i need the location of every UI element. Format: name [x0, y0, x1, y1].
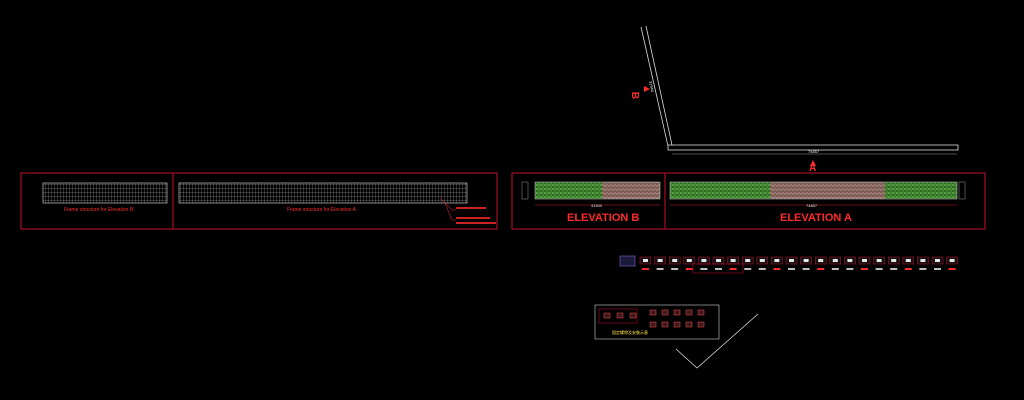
detail-title-box[interactable]: [619, 255, 636, 267]
detail-symbol[interactable]: [873, 256, 885, 270]
fixing-detail-icon: [603, 312, 611, 319]
frame-border: [20, 172, 498, 230]
fixing-detail-icon: [697, 321, 705, 328]
fixing-legend-icons: [603, 309, 705, 328]
detail-strip[interactable]: [619, 255, 958, 274]
fixing-detail-icon: [697, 309, 705, 316]
arrow-a-icon: [810, 160, 816, 166]
fixing-detail-icon: [629, 312, 637, 319]
detail-symbol[interactable]: [917, 256, 929, 270]
detail-symbol[interactable]: [902, 256, 915, 270]
plan-wall-short[interactable]: [640, 25, 673, 147]
frame-note-3: [456, 222, 496, 224]
plan-marker-b: B: [629, 91, 641, 100]
fixing-detail-icon: [661, 321, 669, 328]
frame-note-2: [456, 217, 490, 219]
detail-symbol[interactable]: [814, 256, 827, 270]
elevation-b-pink-panel[interactable]: [602, 182, 660, 199]
elevation-b-title: ELEVATION B: [567, 212, 640, 224]
fixing-detail-icon: [673, 309, 681, 316]
fixing-detail-icon: [616, 312, 624, 319]
frame-grid-elevation-a[interactable]: [178, 182, 468, 204]
fixing-detail-icon: [673, 321, 681, 328]
fixing-detail-icon: [685, 309, 693, 316]
detail-symbol[interactable]: [785, 256, 798, 270]
frame-note-1: [456, 207, 486, 209]
elevation-b-width-dim: 31940: [591, 203, 603, 208]
detail-symbol[interactable]: [712, 256, 725, 270]
elevation-a-green-panel-1[interactable]: [670, 182, 770, 199]
detail-symbol[interactable]: [946, 256, 958, 270]
elevation-a-green-panel-2[interactable]: [885, 182, 957, 199]
fixing-detail-icon: [661, 309, 669, 316]
v-shape-line: [675, 313, 759, 369]
fixing-legend-note: 固定螺帶及安裝示意: [612, 330, 648, 335]
plan-wall-long[interactable]: [667, 144, 959, 151]
detail-symbol[interactable]: [698, 256, 710, 270]
detail-symbol[interactable]: [668, 256, 681, 270]
detail-symbol[interactable]: [639, 256, 652, 270]
detail-symbol[interactable]: [741, 256, 754, 270]
frame-caption-elevation-a: Frame structure for Elevation A: [287, 207, 356, 213]
frame-caption-elevation-b: Frame structure for Elevation B: [64, 207, 134, 213]
arrow-b-icon: [644, 86, 650, 92]
detail-symbol[interactable]: [800, 256, 812, 270]
fixing-legend[interactable]: [594, 304, 759, 369]
elevation-a-side-dim: [958, 181, 966, 200]
plan-dim-long: 74857: [808, 149, 820, 154]
detail-highlight-box: [692, 263, 744, 274]
frame-grid-elevation-b[interactable]: [42, 182, 168, 204]
detail-symbol-row[interactable]: [639, 256, 958, 270]
elevation-b-outline: [534, 181, 661, 200]
elevation-a-pink-panel[interactable]: [770, 182, 885, 199]
detail-symbol[interactable]: [756, 256, 769, 270]
frame-structure-block[interactable]: [20, 172, 498, 230]
fixing-detail-icon: [649, 309, 657, 316]
detail-symbol[interactable]: [654, 256, 666, 270]
detail-symbol[interactable]: [844, 256, 856, 270]
detail-symbol[interactable]: [727, 256, 739, 270]
fixing-detail-icon: [649, 321, 657, 328]
plan-view[interactable]: [640, 25, 959, 166]
elevation-a-title: ELEVATION A: [780, 212, 852, 224]
detail-symbol[interactable]: [683, 256, 696, 270]
elevation-b-green-panel[interactable]: [535, 182, 602, 199]
fixing-detail-icon: [685, 321, 693, 328]
detail-symbol[interactable]: [931, 256, 944, 270]
frame-leader-line: [439, 197, 456, 221]
plan-marker-a: A: [809, 163, 817, 174]
detail-symbol[interactable]: [858, 256, 871, 270]
elevation-a-outline: [669, 181, 958, 200]
elevations-border: [511, 172, 986, 230]
fixing-legend-inner: [598, 308, 638, 324]
elevation-b-side-dim: [521, 181, 529, 200]
elevation-a-width-dim: 74857: [806, 203, 818, 208]
detail-symbol[interactable]: [887, 256, 900, 270]
detail-symbol[interactable]: [829, 256, 842, 270]
elevations-block[interactable]: [511, 172, 986, 230]
fixing-legend-border: [594, 304, 720, 340]
detail-symbol[interactable]: [771, 256, 783, 270]
